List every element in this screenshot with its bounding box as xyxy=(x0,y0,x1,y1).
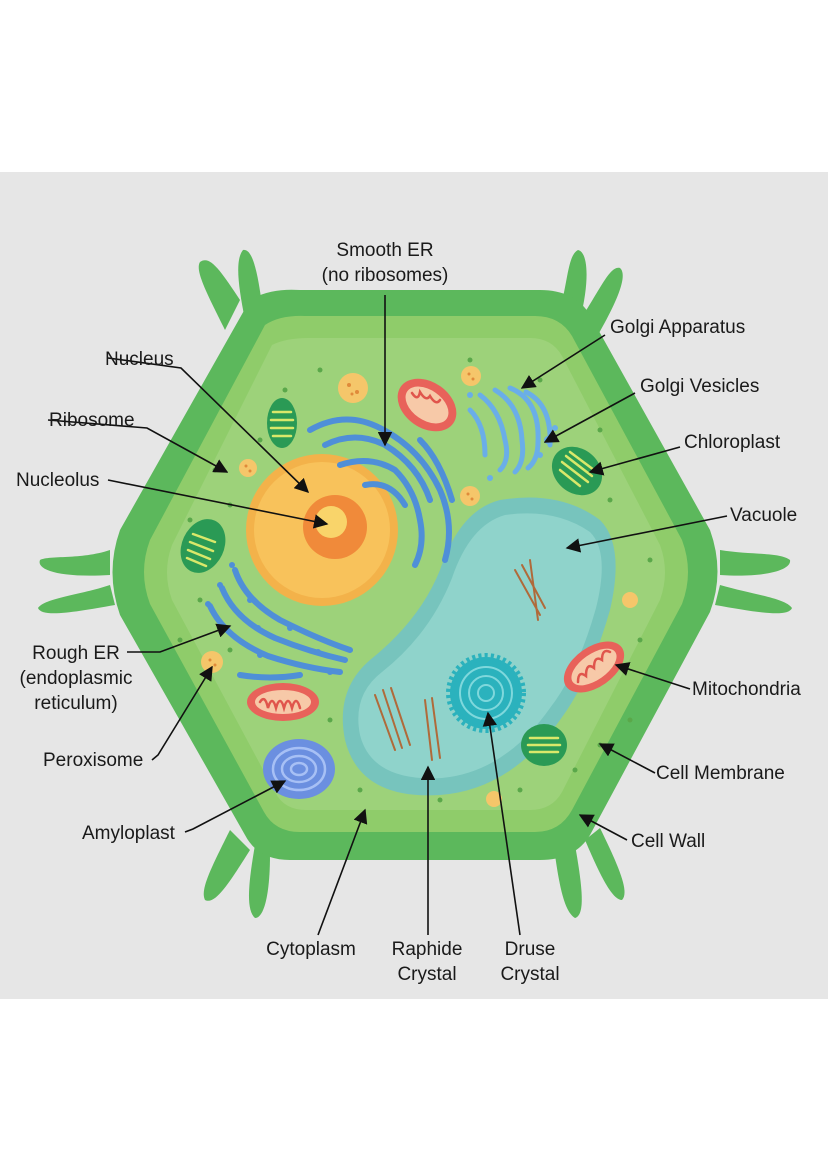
label-amyloplast: Amyloplast xyxy=(82,823,175,844)
chloroplast-bottom xyxy=(521,724,567,766)
label-cell-wall: Cell Wall xyxy=(631,831,706,852)
label-golgi-apparatus: Golgi Apparatus xyxy=(610,317,746,338)
label-mitochondria: Mitochondria xyxy=(692,679,801,700)
leader-lines xyxy=(47,295,728,936)
raphide-crystals xyxy=(374,559,546,761)
label-rough-er-note-1: (endoplasmic xyxy=(19,668,133,689)
label-peroxisome: Peroxisome xyxy=(43,750,144,771)
leader-mitochondria xyxy=(614,662,691,690)
label-druse-crystal: Crystal xyxy=(500,964,560,985)
leader-golgi-apparatus xyxy=(520,334,606,389)
label-cytoplasm: Cytoplasm xyxy=(266,939,356,960)
rough-er xyxy=(207,567,353,681)
label-smooth-er-note: (no ribosomes) xyxy=(321,265,449,286)
leader-ribosome xyxy=(47,419,229,473)
druse-crystal xyxy=(446,653,526,733)
label-ribosome: Ribosome xyxy=(49,410,135,431)
leader-cytoplasm xyxy=(317,808,368,936)
rough-er-ribosomes xyxy=(205,562,333,675)
nucleolus-core xyxy=(315,506,347,538)
label-smooth-er: Smooth ER xyxy=(336,240,434,261)
mitochondrion-left xyxy=(247,683,319,721)
label-cell-membrane: Cell Membrane xyxy=(656,763,785,784)
peroxisome-spots xyxy=(208,372,475,667)
leader-cell-membrane xyxy=(598,743,656,774)
label-raphide-crystal: Crystal xyxy=(397,964,457,985)
mitochondrion-top xyxy=(397,378,457,432)
label-nucleus: Nucleus xyxy=(105,349,174,370)
label-rough-er: Rough ER xyxy=(32,643,120,664)
chloroplast-left xyxy=(180,519,226,573)
leader-chloroplast xyxy=(588,446,681,476)
amyloplast xyxy=(263,739,335,799)
leader-amyloplast xyxy=(184,780,287,833)
chloroplast-top xyxy=(267,398,297,448)
leader-rough-er xyxy=(127,623,232,653)
chloroplast-right xyxy=(551,446,603,496)
vacuole-inner xyxy=(358,513,602,779)
label-chloroplast: Chloroplast xyxy=(684,432,781,453)
leader-nucleus xyxy=(107,357,310,494)
leader-druse-crystal xyxy=(482,711,521,936)
label-golgi-vesicles: Golgi Vesicles xyxy=(640,376,760,397)
leader-golgi-vesicles xyxy=(543,392,636,443)
label-rough-er-note-2: reticulum) xyxy=(34,693,118,714)
label-vacuole: Vacuole xyxy=(730,505,798,526)
leader-peroxisome xyxy=(151,665,213,761)
leader-vacuole xyxy=(565,515,728,553)
label-druse: Druse xyxy=(504,939,556,960)
leader-cell-wall xyxy=(578,814,628,841)
label-nucleolus: Nucleolus xyxy=(16,470,100,491)
label-raphide: Raphide xyxy=(391,939,463,960)
mitochondrion-right xyxy=(563,641,625,693)
leader-nucleolus xyxy=(107,479,329,529)
